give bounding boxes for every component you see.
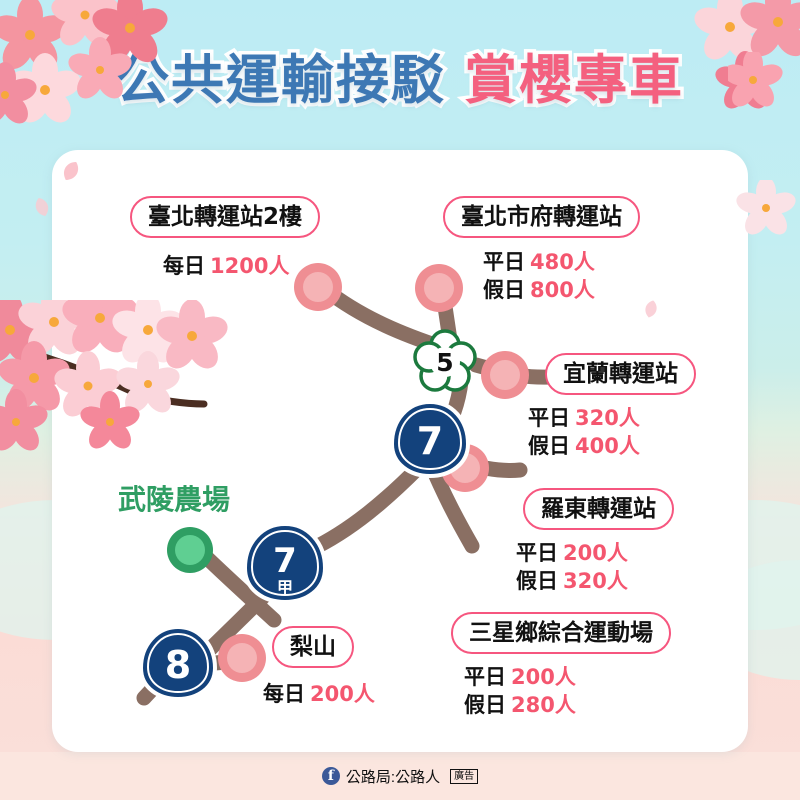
title-text-blue: 公共運輸接駁 — [113, 49, 448, 111]
node-taipei-city-hall — [415, 264, 463, 312]
falling-petal-decoration — [58, 158, 84, 189]
route-shield-8: 8 — [138, 624, 218, 702]
falling-petal-decoration — [640, 298, 662, 325]
stat-label: 平日 — [516, 541, 558, 565]
stat-label: 每日 — [163, 254, 205, 278]
facebook-icon[interactable]: f — [321, 767, 340, 785]
stat-value: 320人 — [575, 406, 640, 430]
cherry-blossom-decoration — [723, 49, 798, 122]
stat-label: 平日 — [528, 406, 570, 430]
stat-label: 假日 — [528, 434, 570, 459]
stat-value: 200人 — [310, 682, 375, 706]
station-label-lishan[interactable]: 梨山 — [272, 626, 354, 669]
station-label-luodong[interactable]: 羅東轉運站 — [523, 488, 674, 531]
stat-value: 280人 — [511, 693, 576, 718]
poster-title: 公共運輸接駁 賞櫻專車 — [0, 38, 800, 122]
svg-text:7: 7 — [417, 419, 443, 463]
svg-text:7: 7 — [273, 541, 297, 581]
svg-text:5: 5 — [436, 348, 453, 377]
station-label-taipei-city-hall[interactable]: 臺北市府轉運站 — [443, 196, 640, 239]
stat-value: 800人 — [530, 278, 595, 303]
station-label-taipei-bus-station[interactable]: 臺北轉運站2樓 — [130, 196, 321, 239]
svg-text:甲: 甲 — [277, 578, 293, 597]
route-shield-7: 7 — [389, 399, 471, 479]
cherry-blossom-decoration — [0, 0, 210, 180]
stat-value: 480人 — [530, 250, 595, 274]
station-label-yilan[interactable]: 宜蘭轉運站 — [545, 353, 696, 396]
station-label-sanxing[interactable]: 三星鄉綜合運動場 — [451, 612, 671, 655]
node-wuling-farm-terminus — [167, 527, 213, 573]
route-shield-7-jia: 7 甲 — [242, 521, 328, 605]
stat-value: 200人 — [511, 665, 576, 689]
svg-text:8: 8 — [165, 643, 191, 687]
route-network-diagram: 5 7 7 甲 8 — [136, 263, 560, 706]
node-lishan — [218, 634, 266, 682]
ad-badge: 廣告 — [450, 768, 479, 784]
branch-to-wuling — [196, 547, 282, 628]
station-nodes — [167, 263, 529, 682]
footer-strip — [0, 752, 800, 800]
route-shield-5: 5 — [413, 329, 477, 392]
node-taipei-bus-station — [294, 263, 342, 311]
stat-label: 假日 — [483, 278, 525, 303]
footer-page-name[interactable]: 公路局:公路人 — [345, 768, 441, 786]
stat-value: 200人 — [563, 541, 628, 565]
title-text-pink: 賞櫻專車 — [461, 49, 686, 111]
destination-label-wuling-farm[interactable]: 武陵農場 — [118, 483, 231, 516]
stat-label: 平日 — [464, 665, 506, 689]
footer-credit: f 公路局:公路人 廣告 — [0, 758, 800, 794]
stat-value: 320人 — [563, 569, 628, 594]
stat-label: 每日 — [263, 682, 305, 706]
stat-label: 假日 — [464, 693, 506, 718]
cherry-blossom-branch-decoration — [0, 279, 292, 520]
branch-trunk-lower — [302, 460, 426, 558]
stat-label: 假日 — [516, 569, 558, 594]
stat-label: 平日 — [483, 250, 525, 274]
node-yilan — [481, 351, 529, 399]
stat-value: 400人 — [575, 434, 640, 459]
falling-petal-decoration — [30, 195, 54, 224]
cherry-blossom-decoration — [736, 177, 800, 240]
stat-value: 1200人 — [210, 254, 290, 278]
